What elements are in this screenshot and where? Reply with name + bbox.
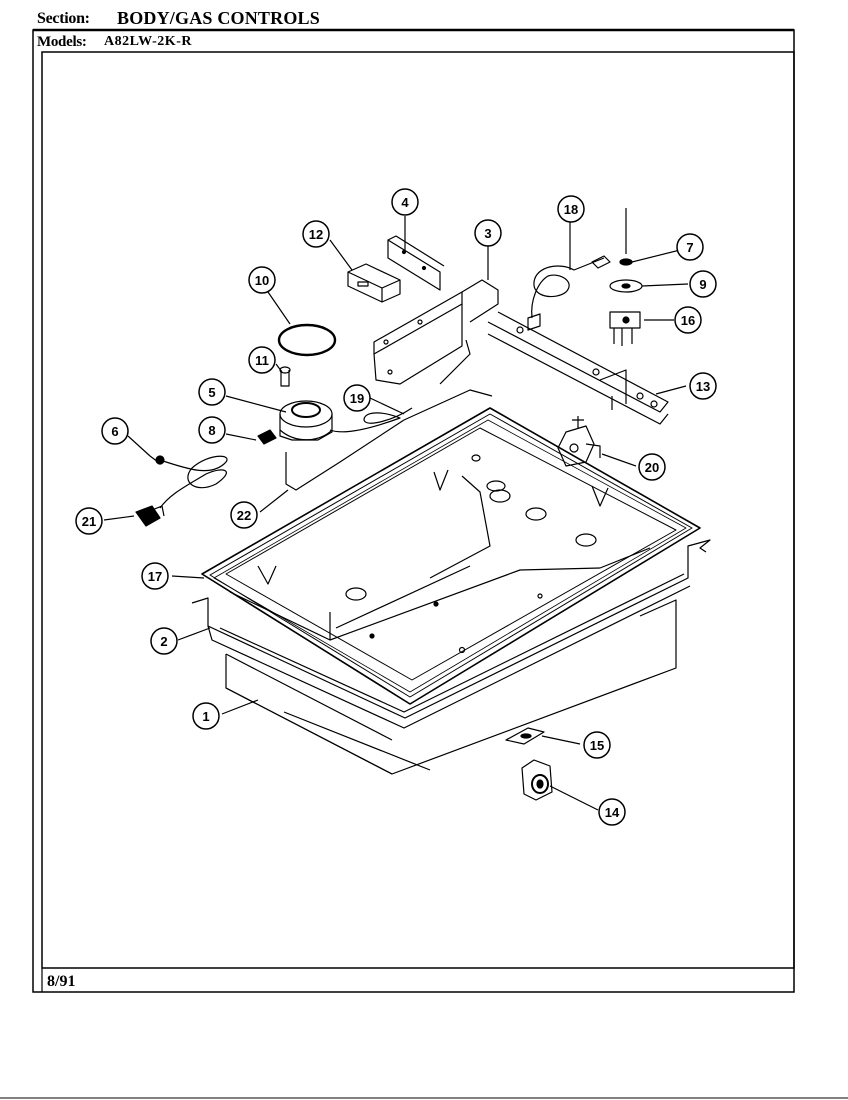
svg-text:20: 20	[645, 460, 659, 475]
svg-text:9: 9	[699, 277, 706, 292]
callout-5: 5	[198, 378, 226, 406]
part-10-ring	[277, 323, 337, 357]
section-title: BODY/GAS CONTROLS	[117, 8, 320, 28]
callout-3: 3	[474, 219, 502, 247]
svg-text:5: 5	[208, 385, 215, 400]
svg-text:14: 14	[605, 805, 620, 820]
svg-text:3: 3	[484, 226, 491, 241]
part-14-knob	[521, 759, 553, 801]
part-4-bracket	[387, 235, 445, 291]
svg-text:21: 21	[82, 514, 96, 529]
page-frame	[0, 28, 848, 1099]
revision-date: 8/91	[47, 973, 76, 990]
callout-7: 7	[676, 233, 704, 261]
svg-text:13: 13	[696, 379, 710, 394]
part-15-spacer	[505, 727, 545, 745]
section-label: Section:	[37, 10, 90, 27]
svg-text:19: 19	[350, 391, 364, 406]
part-3-bracket	[373, 279, 499, 385]
svg-text:15: 15	[590, 738, 604, 753]
svg-text:7: 7	[686, 240, 693, 255]
callout-4: 4	[391, 188, 419, 216]
part-17-frame	[201, 407, 701, 705]
model-number: A82LW-2K-R	[104, 34, 192, 49]
callout-20: 20	[638, 453, 666, 481]
svg-text:18: 18	[564, 202, 578, 217]
callout-2: 2	[150, 627, 178, 655]
part-13-manifold	[487, 311, 669, 425]
callout-13: 13	[689, 372, 717, 400]
part-16-valve-clip	[609, 311, 641, 346]
part-1-base	[225, 599, 677, 775]
part-18-tubing	[527, 255, 611, 331]
callout-8: 8	[198, 416, 226, 444]
part-12-block	[347, 263, 401, 303]
part-19-wire	[329, 407, 413, 433]
part-2-body	[191, 539, 711, 729]
part-8-connector	[257, 429, 277, 445]
svg-text:2: 2	[160, 634, 167, 649]
part-7-washer	[619, 208, 633, 266]
callout-16: 16	[674, 306, 702, 334]
svg-text:12: 12	[309, 227, 323, 242]
svg-text:8: 8	[208, 423, 215, 438]
callout-21: 21	[75, 507, 103, 535]
part-6-power-cord	[149, 455, 228, 509]
cooktop-pan	[225, 427, 677, 681]
leader-lines	[103, 216, 689, 811]
models-label: Models:	[37, 34, 87, 50]
svg-text:1: 1	[202, 709, 209, 724]
callouts: 1 2 3 4 5 6 7 8 9 10 11 12 13 14 15 16 1…	[75, 188, 717, 826]
part-21-plug	[135, 505, 165, 527]
svg-text:11: 11	[255, 353, 269, 368]
part-20-valve	[557, 416, 601, 467]
callout-9: 9	[689, 270, 717, 298]
callout-15: 15	[583, 731, 611, 759]
part-22-wire	[285, 339, 493, 491]
callout-14: 14	[598, 798, 626, 826]
callout-1: 1	[192, 702, 220, 730]
part-5-burner	[279, 400, 333, 441]
callout-22: 22	[230, 501, 258, 529]
svg-text:17: 17	[148, 569, 162, 584]
callout-19: 19	[343, 384, 371, 412]
callout-12: 12	[302, 220, 330, 248]
svg-text:16: 16	[681, 313, 695, 328]
callout-11: 11	[248, 346, 276, 374]
svg-text:10: 10	[255, 273, 269, 288]
callout-6: 6	[101, 417, 129, 445]
callout-17: 17	[141, 562, 169, 590]
part-9-disc	[609, 279, 643, 293]
callout-18: 18	[557, 195, 585, 223]
svg-text:6: 6	[111, 424, 118, 439]
svg-text:4: 4	[401, 195, 409, 210]
callout-10: 10	[248, 266, 276, 294]
svg-text:22: 22	[237, 508, 251, 523]
part-11-igniter	[279, 366, 291, 387]
